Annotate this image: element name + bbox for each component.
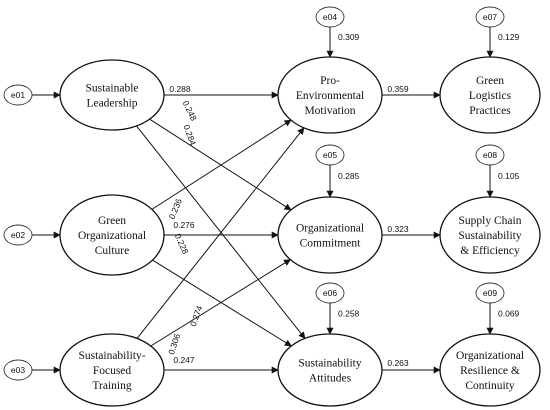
error-label-e08: e08 (483, 150, 497, 160)
path-coefficient-sft-sa: 0.247 (173, 355, 195, 365)
construct-node-orc (439, 333, 541, 407)
path-arrow-sft-oc (150, 259, 291, 347)
error-coefficient-e05: 0.285 (338, 171, 360, 181)
nodes-layer (3, 6, 541, 407)
error-term-e07 (475, 6, 505, 28)
construct-label-oc: Organizational (296, 223, 364, 235)
error-coefficient-e07: 0.129 (498, 32, 520, 42)
path-coefficient-sft-pem: 0.306 (166, 332, 182, 356)
construct-label-orc: Organizational (456, 350, 524, 362)
error-label-e04: e04 (323, 12, 337, 22)
error-term-e05 (315, 144, 345, 166)
construct-label-sl: Sustainable (85, 83, 138, 95)
error-coefficient-e09: 0.069 (498, 309, 520, 319)
construct-label-sa: Sustainability (298, 358, 362, 370)
construct-label-oc: Commitment (300, 238, 362, 250)
construct-label-sa: Attitudes (309, 373, 352, 385)
construct-node-goc (59, 194, 165, 276)
path-arrow-goc-pem (151, 119, 292, 210)
error-term-e09 (475, 282, 505, 304)
construct-label-scse: & Efficiency (460, 245, 520, 257)
construct-label-scse: Supply Chain (459, 215, 522, 227)
path-arrow-sl-oc (149, 118, 292, 211)
construct-label-pem: Motivation (304, 105, 355, 117)
error-term-e03 (3, 359, 33, 381)
path-arrow-sft-pem (136, 127, 305, 339)
error-term-e08 (475, 144, 505, 166)
error-label-e05: e05 (323, 150, 337, 160)
construct-node-oc (277, 196, 383, 274)
construct-label-goc: Culture (95, 245, 130, 257)
edges-layer (32, 27, 494, 374)
construct-node-sl (59, 59, 165, 131)
error-label-e09: e09 (483, 288, 497, 298)
path-coefficient-sl-pem: 0.288 (169, 84, 191, 94)
path-coefficient-goc-oc: 0.276 (173, 220, 195, 230)
construct-label-orc: Continuity (465, 380, 514, 392)
construct-node-sft (59, 333, 165, 407)
construct-label-sl: Leadership (86, 98, 137, 110)
construct-node-scse (439, 196, 541, 274)
path-coefficient-goc-sa: 0.228 (173, 232, 191, 256)
construct-label-glp: Green (476, 75, 504, 87)
error-coefficient-e06: 0.258 (338, 309, 360, 319)
path-coefficient-sft-oc: 0.274 (188, 304, 205, 328)
path-coefficient-sa-orc: 0.263 (387, 358, 409, 368)
error-term-e01 (3, 84, 33, 106)
error-coefficient-e08: 0.105 (498, 171, 520, 181)
construct-label-pem: Environmental (296, 90, 364, 102)
error-coefficient-e04: 0.309 (338, 32, 360, 42)
path-coefficient-oc-scse: 0.323 (387, 224, 409, 234)
construct-label-glp: Logistics (469, 90, 512, 102)
error-label-e06: e06 (323, 288, 337, 298)
construct-label-sft: Training (92, 380, 131, 392)
error-term-e06 (315, 282, 345, 304)
error-term-e02 (3, 224, 33, 246)
construct-node-sa (277, 333, 383, 407)
construct-label-scse: Sustainability (458, 230, 522, 242)
error-term-e04 (315, 6, 345, 28)
construct-label-pem: Pro- (320, 75, 340, 87)
construct-label-sft: Focused (93, 365, 132, 377)
construct-label-sft: Sustainability- (78, 350, 145, 362)
path-coefficient-goc-pem: 0.236 (167, 197, 184, 221)
construct-label-goc: Organizational (78, 230, 146, 242)
path-arrow-goc-sa (152, 259, 292, 347)
error-label-e03: e03 (11, 365, 25, 375)
error-label-e07: e07 (483, 12, 497, 22)
error-label-e01: e01 (11, 90, 25, 100)
path-coefficient-pem-glp: 0.359 (387, 84, 409, 94)
error-label-e02: e02 (11, 230, 25, 240)
construct-label-goc: Green (98, 215, 126, 227)
path-coefficient-sl-sa: 0.284 (181, 123, 198, 147)
path-coefficient-sl-oc: 0.248 (181, 99, 199, 123)
construct-node-glp (439, 56, 541, 134)
construct-node-pem (277, 56, 383, 134)
construct-label-glp: Practices (469, 105, 511, 117)
construct-label-orc: Resilience & (460, 365, 520, 377)
